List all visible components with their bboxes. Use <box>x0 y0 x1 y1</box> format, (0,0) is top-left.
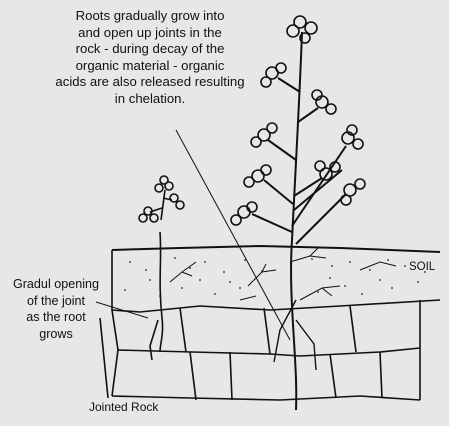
joint-opening-line: Gradul opening <box>6 276 106 293</box>
caption-line: and open up joints in the <box>26 25 274 42</box>
jointed-rock-label: Jointed Rock <box>89 400 158 414</box>
joint-opening-line: grows <box>6 326 106 343</box>
caption-line: in chelation. <box>26 91 274 108</box>
joint-opening-line: as the root <box>6 309 106 326</box>
joint-opening-label: Gradul opening of the joint as the root … <box>6 276 106 342</box>
joint-opening-line: of the joint <box>6 293 106 310</box>
soil-label: SOIL <box>409 261 435 273</box>
jointed-rock-blocks <box>100 300 420 400</box>
caption-line: rock - during decay of the <box>26 41 274 58</box>
root-action-caption: Roots gradually grow into and open up jo… <box>26 8 274 108</box>
small-plant <box>139 176 184 360</box>
caption-line: Roots gradually grow into <box>26 8 274 25</box>
caption-line: acids are also released resulting <box>26 74 274 91</box>
caption-line: organic material - organic <box>26 58 274 75</box>
